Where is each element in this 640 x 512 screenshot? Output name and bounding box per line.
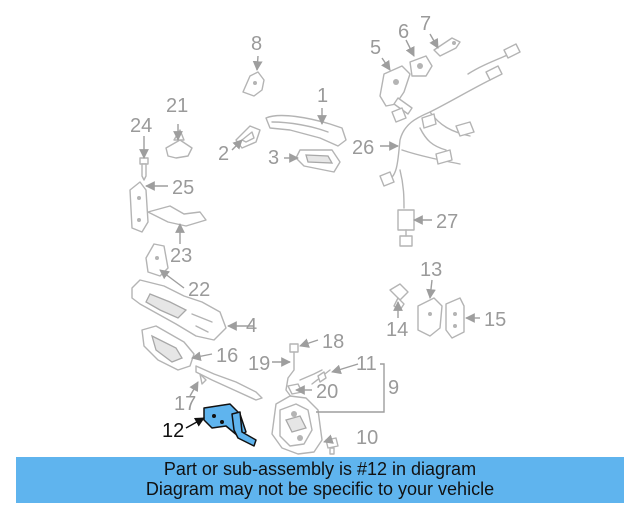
callout-labels: 1 2 3 4 5 6 7 8 9 10 11 12 13 14 15 16 1… bbox=[130, 13, 506, 449]
callout-11: 11 bbox=[356, 353, 377, 375]
part-25-striker bbox=[129, 181, 149, 233]
caption-banner: Part or sub-assembly is #12 in diagram D… bbox=[16, 457, 624, 503]
callout-16: 16 bbox=[216, 345, 238, 367]
part-5-lock-cylinder bbox=[379, 65, 413, 115]
caption-line-2: Diagram may not be specific to your vehi… bbox=[145, 479, 495, 499]
callout-8: 8 bbox=[251, 33, 262, 55]
part-6-lock-housing bbox=[409, 55, 433, 77]
part-11-latch-rod bbox=[311, 369, 331, 385]
part-16-inside-handle bbox=[141, 325, 195, 371]
part-13-bracket bbox=[417, 297, 443, 337]
callout-18: 18 bbox=[322, 331, 344, 353]
part-22-regulator bbox=[131, 279, 227, 341]
callout-25: 25 bbox=[172, 177, 194, 199]
part-8-bracket bbox=[242, 71, 265, 97]
callout-19: 19 bbox=[248, 353, 270, 375]
callout-21: 21 bbox=[166, 95, 188, 117]
part-1-outside-handle bbox=[265, 114, 347, 147]
callout-7: 7 bbox=[420, 13, 431, 35]
part-21-bracket bbox=[165, 129, 193, 159]
leader-lines bbox=[139, 33, 480, 444]
callout-2: 2 bbox=[218, 143, 229, 165]
callout-1: 1 bbox=[317, 85, 328, 107]
callout-3: 3 bbox=[268, 147, 279, 169]
callout-4: 4 bbox=[246, 315, 257, 337]
callout-17: 17 bbox=[174, 393, 196, 415]
callout-5: 5 bbox=[370, 37, 381, 59]
callout-15: 15 bbox=[484, 309, 506, 331]
part-15-plate bbox=[445, 297, 465, 339]
callout-24: 24 bbox=[130, 115, 152, 137]
caption-line-1: Part or sub-assembly is #12 in diagram bbox=[163, 459, 477, 479]
callout-10: 10 bbox=[356, 427, 378, 449]
part-12-bracket-highlighted bbox=[203, 403, 257, 447]
callout-14: 14 bbox=[386, 319, 408, 341]
callout-22: 22 bbox=[188, 279, 210, 301]
part-9-latch-assembly bbox=[271, 395, 323, 455]
callout-27: 27 bbox=[436, 211, 458, 233]
part-2-handle-gasket bbox=[235, 125, 261, 149]
part-26-wiring-harness bbox=[379, 43, 521, 209]
parts-diagram: 1 2 3 4 5 6 7 8 9 10 11 12 13 14 15 16 1… bbox=[129, 13, 521, 455]
part-23-door-check bbox=[145, 205, 207, 277]
part-7-key bbox=[433, 37, 461, 57]
part-24-screw bbox=[139, 157, 149, 181]
callout-6: 6 bbox=[398, 21, 409, 43]
part-3-handle-cover bbox=[295, 149, 341, 173]
callout-23: 23 bbox=[170, 245, 192, 267]
callout-20: 20 bbox=[316, 381, 338, 403]
part-27-connector bbox=[397, 209, 415, 247]
callout-26: 26 bbox=[352, 137, 374, 159]
part-17-control-rod bbox=[195, 365, 263, 401]
callout-9: 9 bbox=[388, 377, 399, 399]
callout-13: 13 bbox=[420, 259, 442, 281]
part-14-clip bbox=[389, 283, 409, 311]
callout-12: 12 bbox=[162, 420, 184, 442]
